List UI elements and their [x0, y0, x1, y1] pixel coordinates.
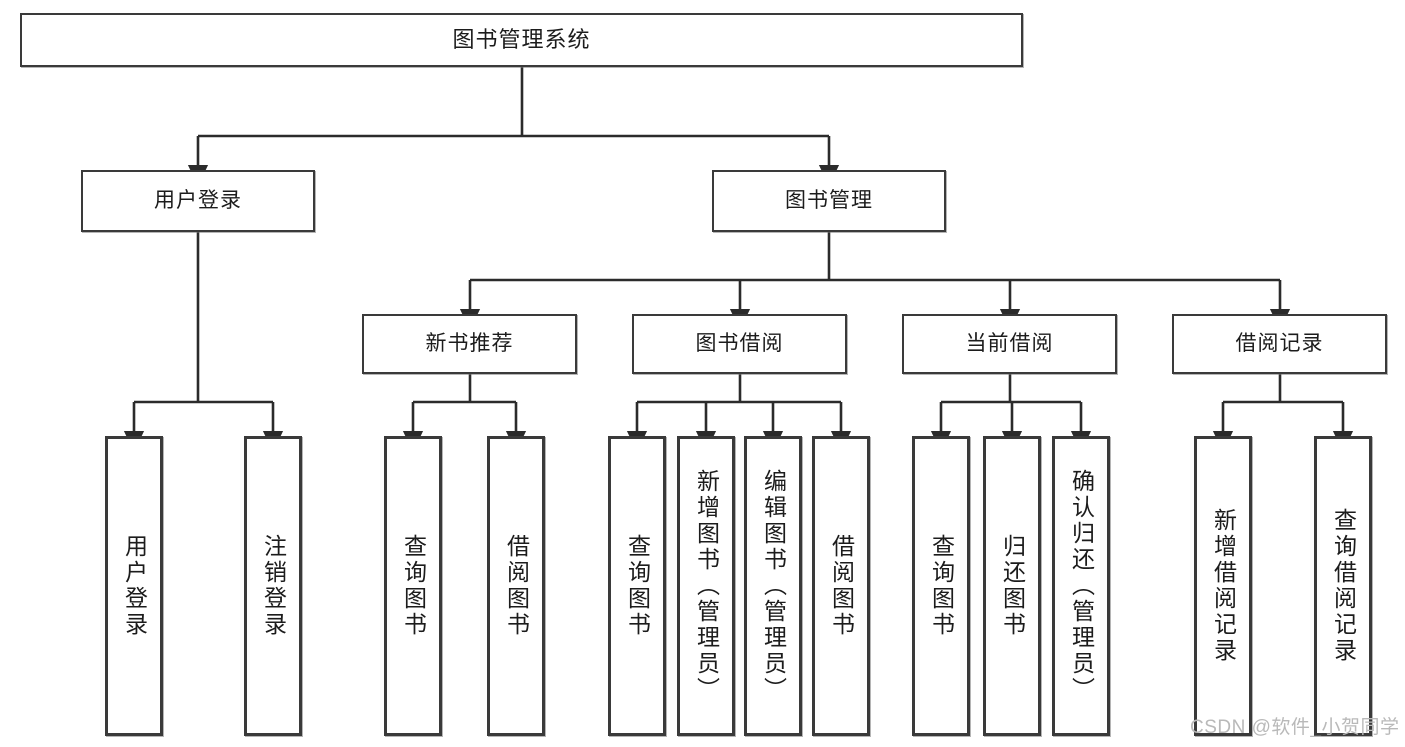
node-label: 图书借阅: [695, 331, 784, 355]
node-leaf-rec-borrow[interactable]: 借阅图书: [487, 436, 545, 736]
node-label: 确认归还（管理员）: [1068, 469, 1095, 703]
node-label: 借阅图书: [503, 534, 530, 638]
node-current-borrow[interactable]: 当前借阅: [902, 314, 1117, 374]
node-leaf-bb-query[interactable]: 查询图书: [608, 436, 666, 736]
node-label: 归还图书: [999, 534, 1026, 638]
node-leaf-br-query[interactable]: 查询借阅记录: [1314, 436, 1372, 736]
node-new-book-rec[interactable]: 新书推荐: [362, 314, 577, 374]
node-label: 借阅记录: [1235, 331, 1324, 355]
node-leaf-bb-borrow[interactable]: 借阅图书: [812, 436, 870, 736]
node-borrow-record[interactable]: 借阅记录: [1172, 314, 1387, 374]
node-label: 新增图书（管理员）: [693, 469, 720, 703]
node-label: 用户登录: [154, 188, 242, 212]
csdn-watermark: CSDN @软件_小贺同学: [1190, 717, 1400, 738]
node-label: 查询借阅记录: [1330, 508, 1357, 664]
node-leaf-cb-confirm[interactable]: 确认归还（管理员）: [1052, 436, 1110, 736]
node-label: 图书管理系统: [452, 27, 591, 53]
node-leaf-rec-query[interactable]: 查询图书: [384, 436, 442, 736]
node-label: 查询图书: [624, 534, 651, 638]
node-label: 用户登录: [121, 534, 148, 638]
node-book-borrow[interactable]: 图书借阅: [632, 314, 847, 374]
node-label: 注销登录: [260, 534, 287, 638]
node-book-manage[interactable]: 图书管理: [712, 170, 946, 232]
node-user-login[interactable]: 用户登录: [81, 170, 315, 232]
node-leaf-cb-query[interactable]: 查询图书: [912, 436, 970, 736]
node-label: 当前借阅: [965, 331, 1054, 355]
node-label: 查询图书: [400, 534, 427, 638]
node-label: 图书管理: [785, 188, 873, 212]
node-label: 编辑图书（管理员）: [760, 469, 787, 703]
node-leaf-user-logout[interactable]: 注销登录: [244, 436, 302, 736]
node-leaf-user-login[interactable]: 用户登录: [105, 436, 163, 736]
node-label: 新增借阅记录: [1210, 508, 1237, 664]
node-leaf-br-add[interactable]: 新增借阅记录: [1194, 436, 1252, 736]
node-root[interactable]: 图书管理系统: [20, 13, 1023, 67]
node-label: 借阅图书: [828, 534, 855, 638]
node-label: 新书推荐: [425, 331, 514, 355]
node-label: 查询图书: [928, 534, 955, 638]
edge-group: [123, 67, 1354, 453]
node-leaf-bb-edit[interactable]: 编辑图书（管理员）: [744, 436, 802, 736]
node-leaf-cb-return[interactable]: 归还图书: [983, 436, 1041, 736]
node-leaf-bb-add[interactable]: 新增图书（管理员）: [677, 436, 735, 736]
